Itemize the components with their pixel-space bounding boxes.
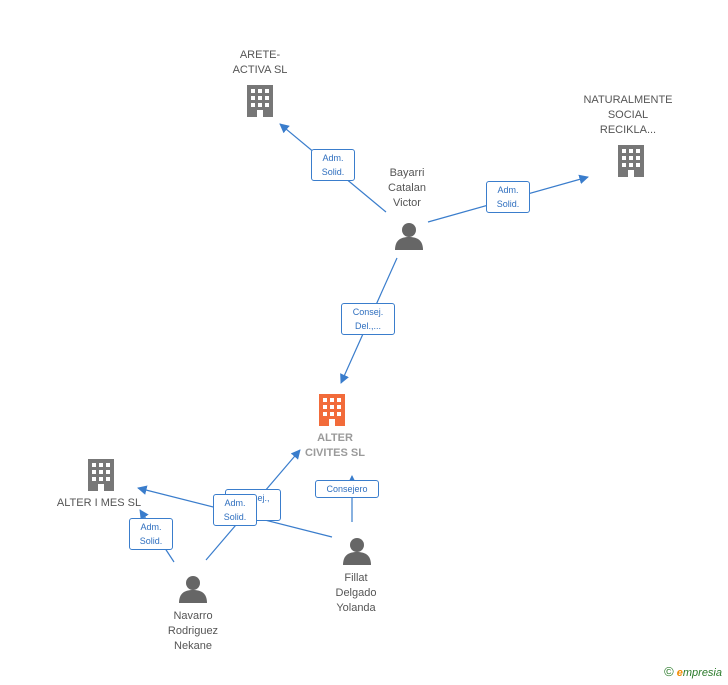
watermark: ©empresia [664, 664, 722, 679]
building-icon[interactable] [618, 145, 644, 177]
node-label-alter-civites[interactable]: ALTER CIVITES SL [305, 432, 365, 459]
person-icon[interactable] [395, 223, 423, 250]
building-icon[interactable] [319, 394, 345, 426]
building-icon[interactable] [88, 459, 114, 491]
brand-name: mpresia [682, 667, 722, 679]
node-label-alter-imes[interactable]: ALTER I MES SL [56, 497, 142, 509]
node-label-bayarri[interactable]: Bayarri Catalan Victor [388, 167, 426, 209]
copyright-icon: © [664, 664, 674, 679]
node-label-fillat[interactable]: Fillat Delgado Yolanda [335, 572, 377, 614]
node-label-navarro[interactable]: Navarro Rodriguez Nekane [167, 610, 219, 652]
relation-label-r6[interactable]: Adm. Solid. [213, 494, 257, 526]
relation-label-r3[interactable]: Consej. Del.,... [341, 303, 395, 335]
relation-label-r4[interactable]: Consejero [315, 480, 379, 498]
brand-initial: e [676, 667, 683, 679]
relation-label-r2[interactable]: Adm. Solid. [486, 181, 530, 213]
relation-label-r7[interactable]: Adm. Solid. [129, 518, 173, 550]
relation-label-r1[interactable]: Adm. Solid. [311, 149, 355, 181]
building-icon[interactable] [247, 85, 273, 117]
node-label-naturalmente[interactable]: NATURALMENTE SOCIAL RECIKLA... [583, 94, 673, 136]
node-label-arete[interactable]: ARETE- ACTIVA SL [232, 49, 288, 76]
person-icon[interactable] [343, 538, 371, 565]
person-icon[interactable] [179, 576, 207, 603]
